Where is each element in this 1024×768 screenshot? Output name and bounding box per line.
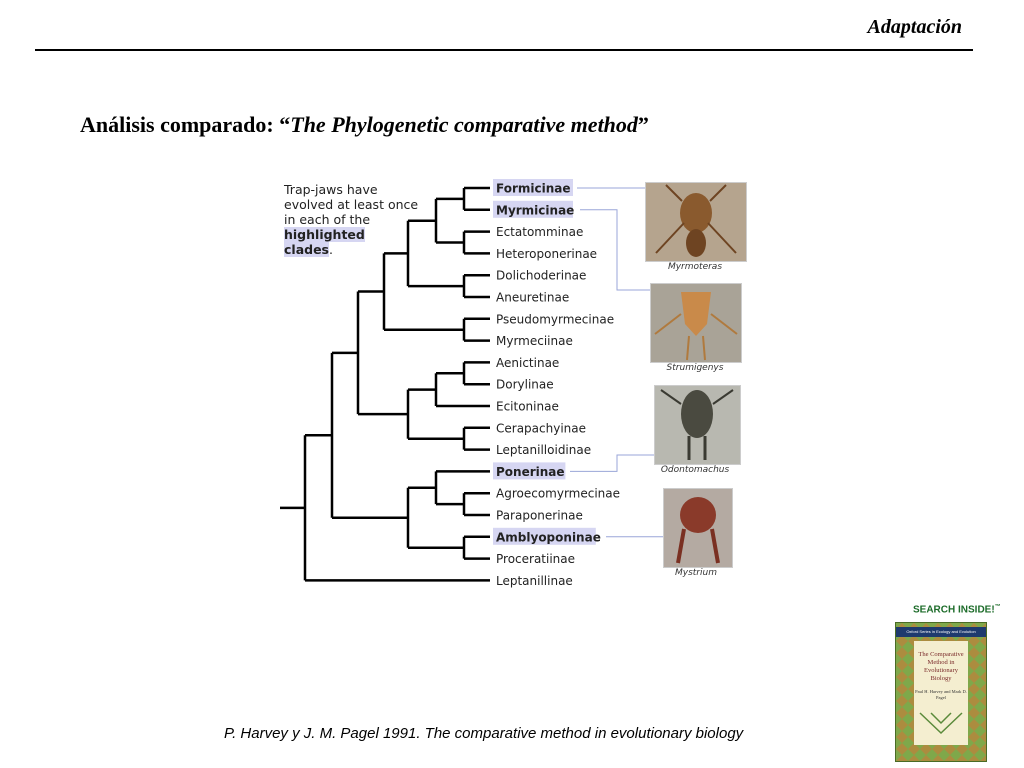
taxon-label: Ecitoninae xyxy=(496,400,559,414)
note-line-1: Trap-jaws have xyxy=(284,182,378,197)
note-line-2: evolved at least once xyxy=(284,197,419,212)
caption-mystrium: Mystrium xyxy=(675,568,717,578)
taxon-label: Ponerinae xyxy=(496,465,565,479)
ant-photo-mystrium xyxy=(663,488,733,568)
taxon-label: Heteroponerinae xyxy=(496,247,597,261)
book-thumbnail[interactable]: SEARCH INSIDE!™ Oxford Series in Ecology… xyxy=(893,604,1001,762)
book-series: Oxford Series in Ecology and Evolution xyxy=(896,627,986,637)
search-bold: INSIDE! xyxy=(958,604,995,616)
odontomachus-image xyxy=(655,386,740,464)
search-prefix: SEARCH xyxy=(913,604,959,616)
ant-photo-odontomachus xyxy=(654,385,741,465)
taxon-label: Formicinae xyxy=(496,182,571,196)
connector-ponerinae xyxy=(570,454,654,472)
caption-strumigenys: Strumigenys xyxy=(666,363,724,373)
taxon-label: Myrmicinae xyxy=(496,203,574,217)
mystrium-image xyxy=(664,489,732,567)
reference-citation: P. Harvey y J. M. Pagel 1991. The compar… xyxy=(224,725,744,742)
note-end: . xyxy=(329,242,333,257)
taxon-label: Amblyoponinae xyxy=(496,530,601,544)
search-tm: ™ xyxy=(994,604,1001,610)
taxon-label: Aneuretinae xyxy=(496,291,569,305)
taxon-label: Agroecomyrmecinae xyxy=(496,487,620,501)
note-highlight-2: clades xyxy=(284,242,329,257)
taxon-label: Pseudomyrmecinae xyxy=(496,312,614,326)
trap-jaw-note: Trap-jaws have evolved at least once in … xyxy=(284,182,434,257)
taxon-label: Leptanilloidinae xyxy=(496,443,591,457)
connector-myrmicinae xyxy=(580,209,650,291)
strumigenys-image xyxy=(651,284,741,362)
taxon-highlight xyxy=(493,179,573,196)
taxon-highlight xyxy=(493,200,573,218)
section-title: Adaptación xyxy=(867,16,962,38)
book-title: The Comparative Method in Evolutionary B… xyxy=(918,651,964,682)
taxon-label: Aenictinae xyxy=(496,356,559,370)
book-cover: Oxford Series in Ecology and Evolution T… xyxy=(895,622,987,762)
title-suffix: ” xyxy=(637,112,649,137)
taxon-label: Dorylinae xyxy=(496,378,554,392)
taxon-highlight xyxy=(493,527,596,545)
note-highlight-1: highlighted xyxy=(284,227,365,242)
myrmoteras-image xyxy=(646,183,746,261)
ant-photo-strumigenys xyxy=(650,283,742,363)
book-authors: Paul H. Harvey and Mark D. Pagel xyxy=(915,689,967,700)
title-prefix: Análisis comparado: “ xyxy=(80,112,291,137)
header-divider xyxy=(35,49,973,51)
caption-myrmoteras: Myrmoteras xyxy=(667,262,723,272)
note-line-3: in each of the xyxy=(284,212,371,227)
taxon-highlight xyxy=(493,462,566,480)
book-tree-icon xyxy=(919,712,963,735)
taxon-label: Dolichoderinae xyxy=(496,269,586,283)
taxon-label: Leptanillinae xyxy=(496,574,573,588)
taxon-label: Cerapachyinae xyxy=(496,421,586,435)
taxon-label: Proceratiinae xyxy=(496,552,575,566)
book-title-panel: The Comparative Method in Evolutionary B… xyxy=(914,641,968,745)
taxon-label: Myrmeciinae xyxy=(496,334,573,348)
ant-photo-myrmoteras xyxy=(645,182,747,262)
search-inside-badge[interactable]: SEARCH INSIDE!™ xyxy=(913,604,1001,615)
caption-odontomachus: Odontomachus xyxy=(660,465,730,475)
taxon-label: Paraponerinae xyxy=(496,509,583,523)
slide-title: Análisis comparado: “The Phylogenetic co… xyxy=(80,112,649,138)
title-italic: The Phylogenetic comparative method xyxy=(290,112,638,137)
taxon-label: Ectatomminae xyxy=(496,225,583,239)
